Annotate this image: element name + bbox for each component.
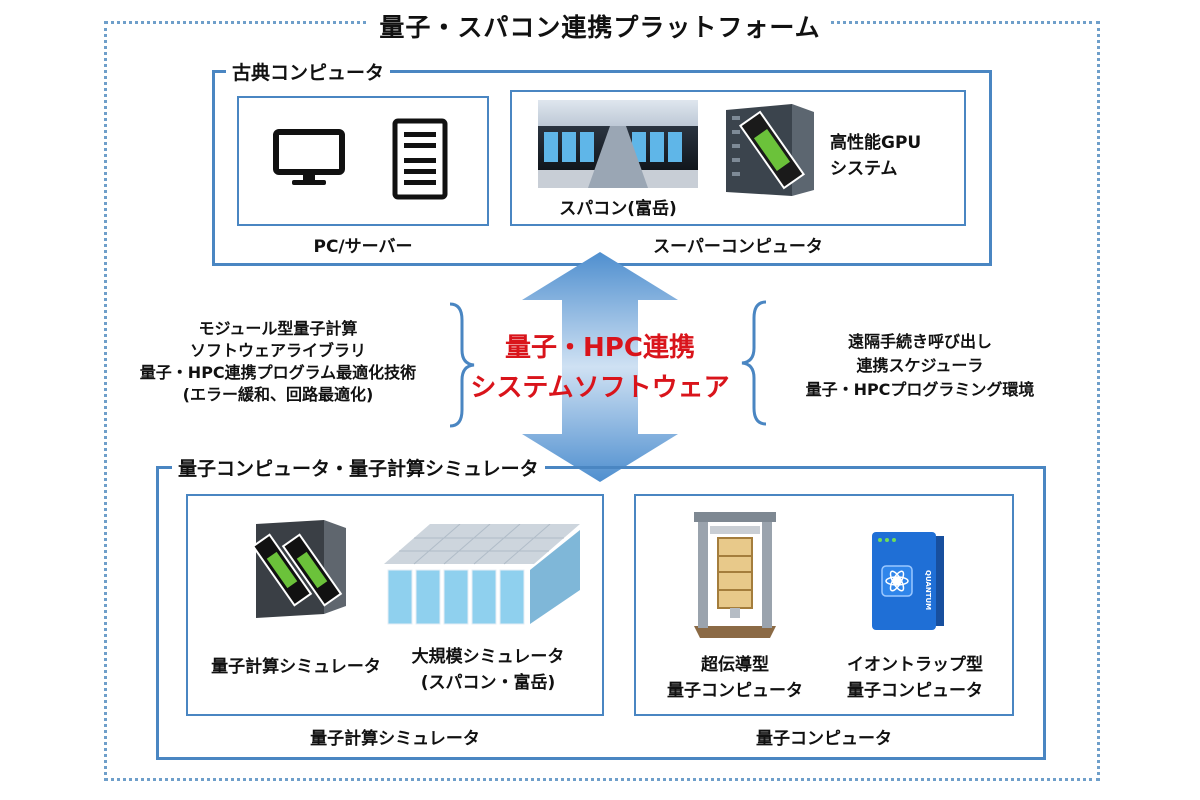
iontrap-line-1: イオントラップ型 <box>847 655 983 675</box>
quantum-group-title: 量子コンピュータ・量子計算シミュレータ <box>172 454 545 481</box>
superconducting-line-2: 量子コンピュータ <box>667 681 803 701</box>
right-notes: 遠隔手続き呼び出し 連携スケジューラ 量子・HPCプログラミング環境 <box>770 330 1070 402</box>
left-note-3: 量子・HPC連携プログラム最適化技術 <box>139 363 417 382</box>
superconducting-label: 超伝導型 量子コンピュータ <box>640 652 830 704</box>
classical-group-title: 古典コンピュータ <box>226 58 391 85</box>
center-line-1: 量子・HPC連携 <box>505 333 695 363</box>
center-line-2: システムソフトウェア <box>470 373 730 403</box>
left-note-4: (エラー緩和、回路最適化) <box>182 385 374 404</box>
large-sim-label: 大規模シミュレータ (スパコン・富岳) <box>388 644 588 696</box>
right-note-3: 量子・HPCプログラミング環境 <box>805 380 1035 399</box>
server-icon <box>392 118 448 200</box>
gpu-label-line-1: 高性能GPU <box>830 133 922 153</box>
gpu-label-line-2: システム <box>830 159 898 179</box>
left-notes: モジュール型量子計算 ソフトウェアライブラリ 量子・HPC連携プログラム最適化技… <box>108 318 448 406</box>
iontrap-label: イオントラップ型 量子コンピュータ <box>820 652 1010 704</box>
right-note-2: 連携スケジューラ <box>856 356 984 375</box>
qc-box-label: 量子コンピュータ <box>756 729 892 749</box>
super-group-label: スーパーコンピュータ <box>653 237 823 257</box>
pc-server-label: PC/サーバー <box>313 237 413 257</box>
center-software-label: 量子・HPC連携 システムソフトウェア <box>440 328 760 408</box>
left-note-1: モジュール型量子計算 <box>198 319 358 338</box>
quantum-computer-box <box>634 494 1014 716</box>
quantum-badge-text: QUANTUM <box>924 570 932 610</box>
right-brace <box>741 300 767 426</box>
superconducting-line-1: 超伝導型 <box>701 655 769 675</box>
large-simulator-image <box>384 524 580 625</box>
sim-label: 量子計算シミュレータ <box>211 657 381 677</box>
iontrap-line-2: 量子コンピュータ <box>847 681 983 701</box>
iontrap-qc-image: QUANTUM <box>872 532 944 630</box>
double-arrow <box>522 252 678 482</box>
left-brace <box>449 302 475 428</box>
quantum-group <box>156 466 1046 760</box>
large-sim-line-1: 大規模シミュレータ <box>411 647 565 667</box>
page-title-text: 量子・スパコン連携プラットフォーム <box>369 13 831 42</box>
supercomputer-label: スパコン(富岳) <box>559 199 677 219</box>
page-title: 量子・スパコン連携プラットフォーム <box>0 8 1200 44</box>
monitor-icon <box>273 129 345 185</box>
supercomputer-image <box>538 100 698 188</box>
superconducting-qc-image <box>694 512 776 638</box>
right-note-1: 遠隔手続き呼び出し <box>847 332 992 351</box>
large-sim-line-2: (スパコン・富岳) <box>420 673 556 693</box>
gpu-system-image <box>726 104 814 196</box>
gpu-system-label: 高性能GPU システム <box>830 130 921 182</box>
simulator-box-label: 量子計算シミュレータ <box>310 729 480 749</box>
left-note-2: ソフトウェアライブラリ <box>189 341 366 360</box>
simulator-image <box>251 520 346 618</box>
